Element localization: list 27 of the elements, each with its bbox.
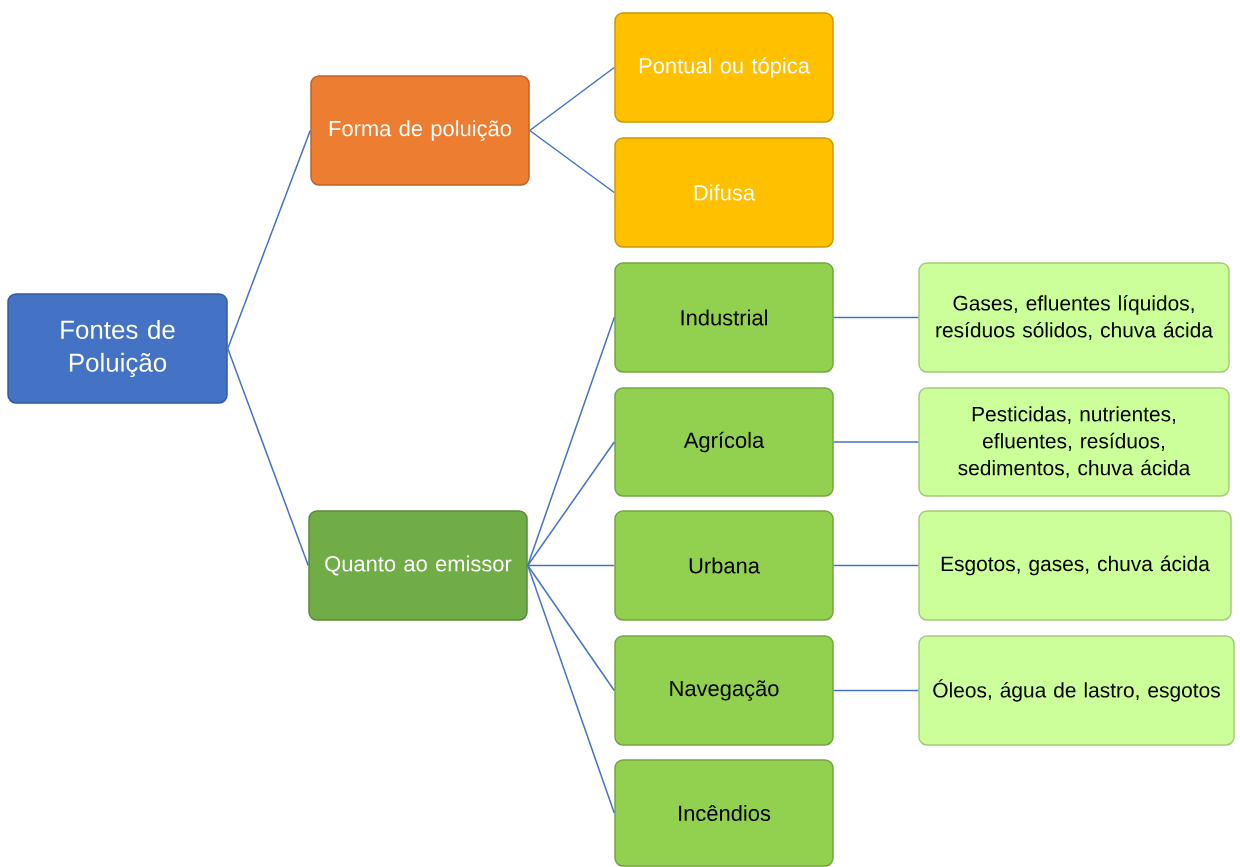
- type-box: Pontual ou tópica: [614, 12, 834, 123]
- connector-line: [833, 564, 919, 567]
- connector-line: [527, 564, 615, 692]
- pollutant-box: Pesticidas, nutrientes, efluentes, resíduos, sedimentos, chuva ácida: [918, 387, 1230, 497]
- type-box: Difusa: [614, 137, 834, 248]
- pollutant-box: Óleos, água de lastro, esgotos: [918, 635, 1235, 746]
- connector-line: [529, 129, 615, 194]
- source-box: Urbana: [614, 510, 834, 621]
- category-box: Quanto ao emissor: [308, 510, 528, 621]
- connector-line: [227, 347, 309, 567]
- connector-line: [527, 441, 615, 567]
- source-box: Navegação: [614, 635, 834, 746]
- pollutant-box: Esgotos, gases, chuva ácida: [918, 510, 1232, 621]
- pollutant-box: Gases, efluentes líquidos, resíduos sólidos, chuva ácida: [918, 262, 1230, 373]
- connector-line: [833, 316, 919, 319]
- connector-line: [527, 316, 615, 567]
- connector-line: [527, 564, 615, 567]
- source-box: Incêndios: [614, 759, 834, 867]
- connector-line: [833, 441, 919, 443]
- connector-line: [529, 66, 615, 132]
- connector-line: [833, 689, 919, 692]
- connector-line: [527, 564, 615, 814]
- category-box: Forma de poluição: [310, 75, 530, 186]
- source-box: Agrícola: [614, 387, 834, 497]
- root-box: Fontes de Poluição: [7, 293, 228, 404]
- connector-line: [227, 129, 311, 350]
- source-box: Industrial: [614, 262, 834, 373]
